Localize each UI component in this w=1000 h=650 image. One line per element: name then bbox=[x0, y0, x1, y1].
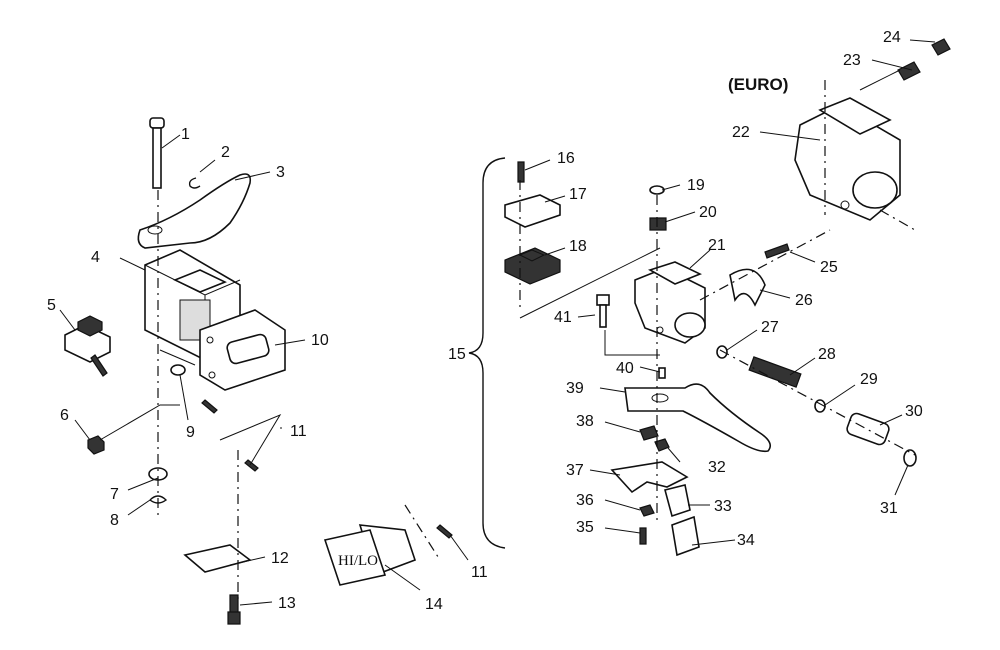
callout-24: 24 bbox=[883, 29, 901, 46]
callout-13: 13 bbox=[278, 595, 296, 612]
callout-33: 33 bbox=[714, 498, 732, 515]
callout-35: 35 bbox=[576, 519, 594, 536]
nut-6-part bbox=[87, 435, 105, 455]
nut-32-part bbox=[654, 438, 670, 452]
callout-30: 30 bbox=[905, 403, 923, 420]
clip-2-part bbox=[188, 177, 201, 189]
callout-4: 4 bbox=[91, 249, 100, 266]
callout-11b: 11 bbox=[471, 564, 488, 581]
callout-31: 31 bbox=[880, 500, 898, 517]
callout-26: 26 bbox=[795, 292, 813, 309]
callout-12: 12 bbox=[271, 550, 289, 567]
callout-29: 29 bbox=[860, 371, 878, 388]
callout-27: 27 bbox=[761, 319, 779, 336]
washer-9-part bbox=[170, 364, 186, 376]
callout-16: 16 bbox=[557, 150, 575, 167]
callout-8: 8 bbox=[110, 512, 119, 529]
cover-17-part bbox=[504, 194, 561, 228]
screw-11c-part bbox=[436, 524, 453, 539]
callout-40: 40 bbox=[616, 360, 634, 377]
callout-18: 18 bbox=[569, 238, 587, 255]
hilo-label: HI/LO bbox=[338, 553, 378, 569]
master-cylinder-21-part bbox=[634, 261, 706, 344]
cover-plate-10-part bbox=[199, 309, 286, 391]
euro-cylinder-22-part bbox=[794, 97, 901, 221]
callout-28: 28 bbox=[818, 346, 836, 363]
screw-11b-part bbox=[244, 459, 259, 472]
bolt-25-part bbox=[764, 243, 790, 259]
pin-40-part bbox=[658, 367, 666, 379]
nut-36-part bbox=[639, 504, 655, 517]
callout-41: 41 bbox=[554, 309, 572, 326]
washer-27-part bbox=[716, 345, 728, 359]
plate-12-part bbox=[183, 544, 252, 573]
connector-5-part bbox=[64, 315, 111, 377]
gasket-18-part bbox=[504, 247, 561, 285]
callout-5: 5 bbox=[47, 297, 56, 314]
euro-label: (EURO) bbox=[728, 75, 788, 94]
group-bracket bbox=[468, 157, 506, 549]
callout-15: 15 bbox=[448, 346, 466, 363]
callout-20: 20 bbox=[699, 204, 717, 221]
callout-19: 19 bbox=[687, 177, 705, 194]
callout-39: 39 bbox=[566, 380, 584, 397]
bolt-1-part bbox=[149, 117, 165, 189]
screw-16-part bbox=[517, 161, 525, 183]
callout-32: 32 bbox=[708, 459, 726, 476]
clamp-26-part bbox=[729, 268, 766, 307]
clip-8-part bbox=[149, 495, 168, 504]
callout-21: 21 bbox=[708, 237, 726, 254]
callout-17: 17 bbox=[569, 186, 587, 203]
callout-3: 3 bbox=[276, 164, 285, 181]
screw-11a-part bbox=[201, 399, 218, 414]
bushing-38-part bbox=[639, 425, 659, 441]
bolt-41-part bbox=[596, 294, 610, 328]
callout-22: 22 bbox=[732, 124, 750, 141]
callout-9: 9 bbox=[186, 424, 195, 441]
callout-6: 6 bbox=[60, 407, 69, 424]
callout-23: 23 bbox=[843, 52, 861, 69]
callout-7: 7 bbox=[110, 486, 119, 503]
lever-39-part bbox=[624, 383, 771, 453]
callout-37: 37 bbox=[566, 462, 584, 479]
bushing-20-part bbox=[649, 217, 667, 231]
callout-14: 14 bbox=[425, 596, 443, 613]
tab-34-part bbox=[671, 515, 700, 557]
callout-11a: 11 bbox=[290, 423, 307, 440]
callout-2: 2 bbox=[221, 144, 230, 161]
callout-34: 34 bbox=[737, 532, 755, 549]
callout-25: 25 bbox=[820, 259, 838, 276]
bolt-13-part bbox=[227, 594, 241, 625]
lever-3-part bbox=[137, 173, 252, 249]
bracket-37-part bbox=[610, 461, 689, 494]
oring-31-part bbox=[903, 449, 917, 467]
callout-1: 1 bbox=[181, 126, 190, 143]
callout-10: 10 bbox=[311, 332, 329, 349]
hilo-switch-14-part: HI/LO bbox=[323, 524, 417, 586]
switch-33-part bbox=[664, 484, 691, 518]
callout-38: 38 bbox=[576, 413, 594, 430]
fitting-23-part bbox=[897, 61, 921, 81]
cap-24-part bbox=[931, 38, 951, 56]
callout-36: 36 bbox=[576, 492, 594, 509]
washer-19-part bbox=[649, 185, 665, 195]
screw-35-part bbox=[639, 527, 647, 545]
piston-30-part bbox=[846, 412, 890, 446]
spring-28-part bbox=[748, 356, 802, 388]
